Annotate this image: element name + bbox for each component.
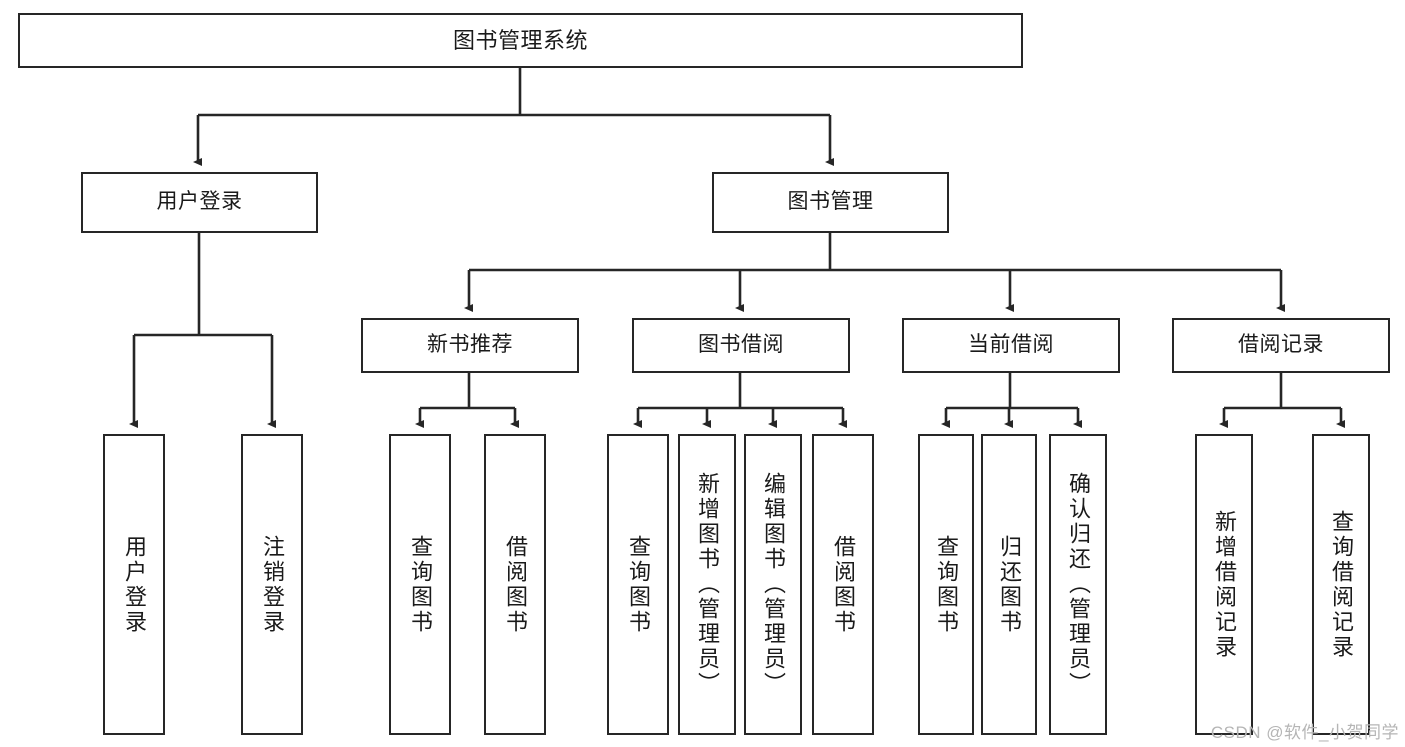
leaf-user-login[interactable]: 用户登录 xyxy=(103,434,165,735)
leaf-borrow-book-label: 借阅图书 xyxy=(831,534,856,635)
leaf-add-book-admin-label: 新增图书（管理员） xyxy=(695,472,720,697)
node-current-borrow-label: 当前借阅 xyxy=(968,333,1054,357)
leaf-logout-label: 注销登录 xyxy=(260,534,285,635)
node-root[interactable]: 图书管理系统 xyxy=(18,13,1023,68)
node-book-borrow[interactable]: 图书借阅 xyxy=(632,318,850,373)
leaf-borrow-book[interactable]: 借阅图书 xyxy=(812,434,874,735)
node-root-label: 图书管理系统 xyxy=(452,27,588,53)
leaf-query-book-current[interactable]: 查询图书 xyxy=(918,434,974,735)
node-book-management[interactable]: 图书管理 xyxy=(712,172,949,233)
leaf-query-book-borrow[interactable]: 查询图书 xyxy=(607,434,669,735)
node-new-book-recommend[interactable]: 新书推荐 xyxy=(361,318,579,373)
node-book-management-label: 图书管理 xyxy=(787,190,874,214)
leaf-return-book-label: 归还图书 xyxy=(997,534,1022,635)
leaf-confirm-return-admin[interactable]: 确认归还（管理员） xyxy=(1049,434,1107,735)
leaf-add-book-admin[interactable]: 新增图书（管理员） xyxy=(678,434,736,735)
node-current-borrow[interactable]: 当前借阅 xyxy=(902,318,1120,373)
csdn-watermark: CSDN @软件_小贺同学 xyxy=(1210,723,1399,742)
leaf-confirm-return-admin-label: 确认归还（管理员） xyxy=(1066,472,1091,697)
leaf-add-borrow-record[interactable]: 新增借阅记录 xyxy=(1195,434,1253,735)
leaf-query-borrow-record-label: 查询借阅记录 xyxy=(1329,509,1354,660)
leaf-query-borrow-record[interactable]: 查询借阅记录 xyxy=(1312,434,1370,735)
leaf-borrow-book-recommend[interactable]: 借阅图书 xyxy=(484,434,546,735)
leaf-query-book-current-label: 查询图书 xyxy=(934,534,959,635)
leaf-user-login-label: 用户登录 xyxy=(122,534,147,635)
leaf-add-borrow-record-label: 新增借阅记录 xyxy=(1212,509,1237,660)
node-borrow-record[interactable]: 借阅记录 xyxy=(1172,318,1390,373)
leaf-return-book[interactable]: 归还图书 xyxy=(981,434,1037,735)
leaf-query-book-recommend[interactable]: 查询图书 xyxy=(389,434,451,735)
node-book-borrow-label: 图书借阅 xyxy=(698,333,784,357)
node-user-login[interactable]: 用户登录 xyxy=(81,172,318,233)
leaf-edit-book-admin-label: 编辑图书（管理员） xyxy=(761,472,786,697)
node-new-book-recommend-label: 新书推荐 xyxy=(427,333,513,357)
leaf-query-book-borrow-label: 查询图书 xyxy=(626,534,651,635)
leaf-edit-book-admin[interactable]: 编辑图书（管理员） xyxy=(744,434,802,735)
node-borrow-record-label: 借阅记录 xyxy=(1238,333,1324,357)
leaf-query-book-recommend-label: 查询图书 xyxy=(408,534,433,635)
node-user-login-label: 用户登录 xyxy=(156,190,243,214)
leaf-logout[interactable]: 注销登录 xyxy=(241,434,303,735)
leaf-borrow-book-recommend-label: 借阅图书 xyxy=(503,534,528,635)
